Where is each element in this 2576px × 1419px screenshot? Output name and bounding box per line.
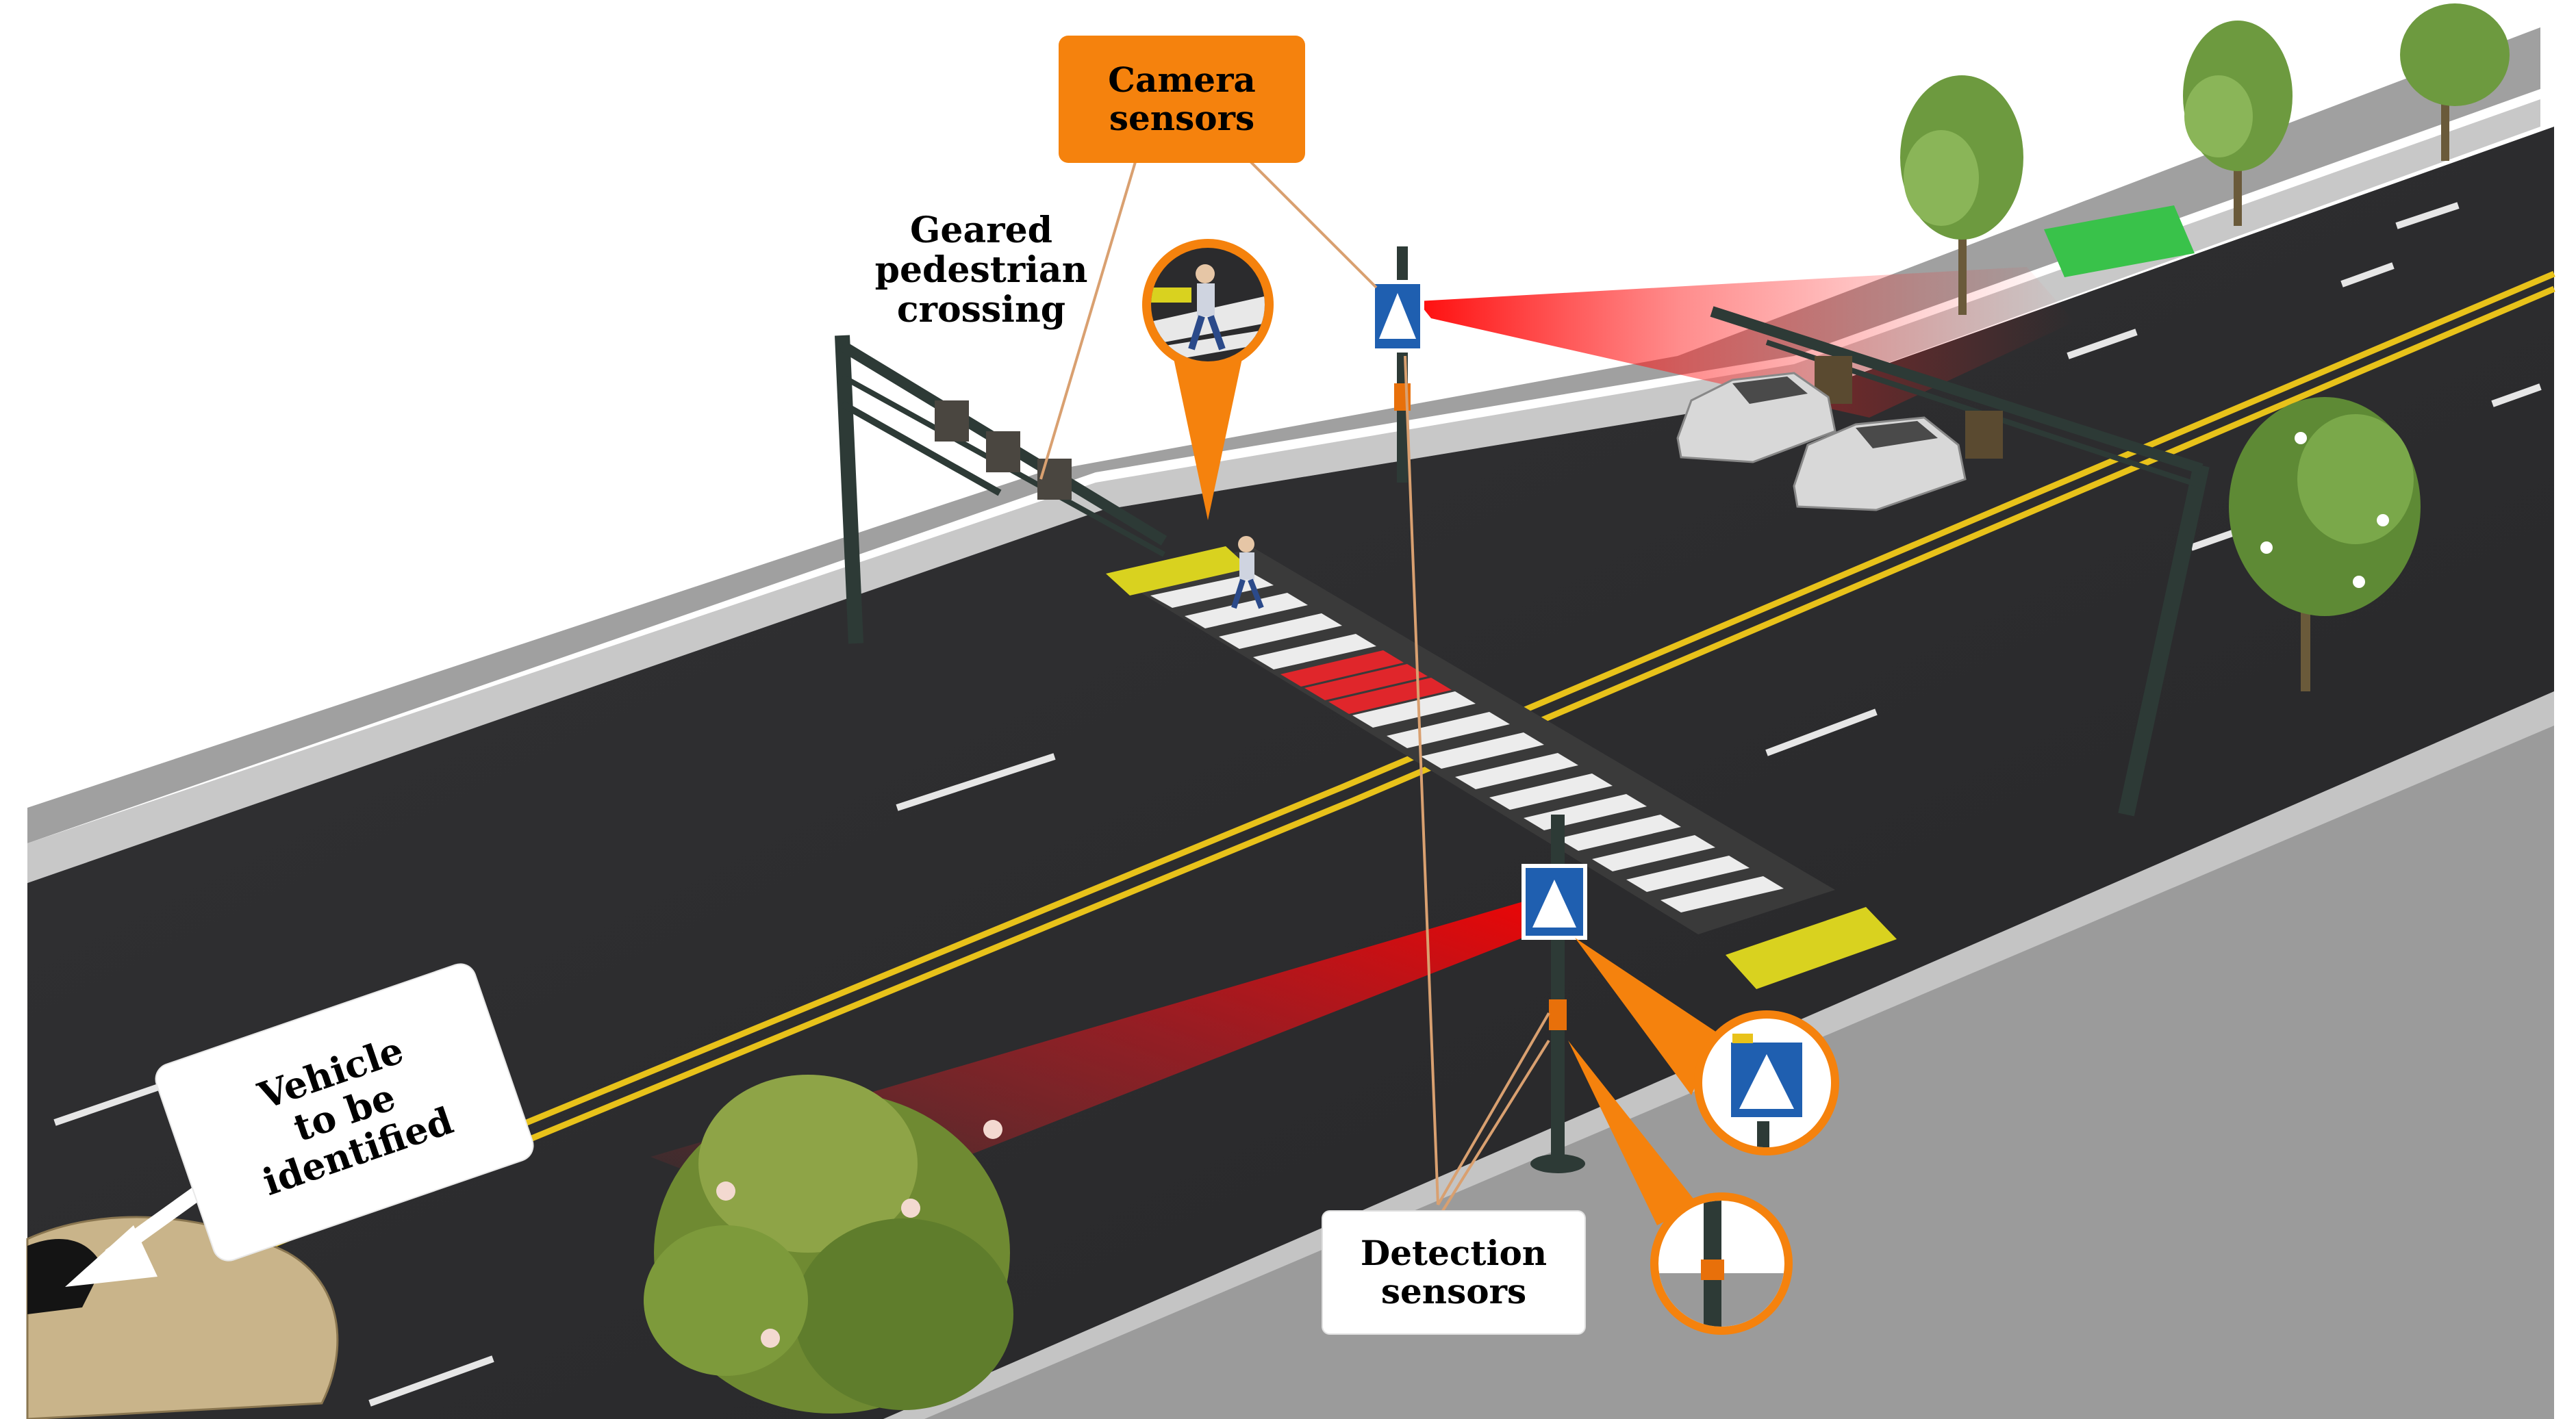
pedestrian-icon xyxy=(1231,536,1264,609)
pedestrian-crossing-sign-icon xyxy=(1739,1054,1794,1109)
detection-label-line1: Detection xyxy=(1360,1233,1548,1273)
camera-label-line2: sensors xyxy=(1109,98,1255,138)
tactile-pad-near xyxy=(1726,907,1897,989)
magnifier-sign xyxy=(1575,938,1839,1155)
detection-label-line2: sensors xyxy=(1380,1271,1527,1312)
magnifier-sensor xyxy=(1568,1040,1793,1335)
green-zone xyxy=(2044,205,2195,277)
geared-label-line3: crossing xyxy=(896,289,1066,331)
crosswalk xyxy=(1123,548,1835,934)
arrow-icon xyxy=(65,1184,207,1287)
geared-label-line1: Geared xyxy=(909,209,1053,251)
center-double-line xyxy=(259,270,2555,1251)
far-sidewalk xyxy=(27,27,2540,843)
sign-pole-near xyxy=(1521,815,1587,1173)
traffic-light-icon xyxy=(935,400,1072,500)
camera-label-line1: Camera xyxy=(1108,60,1256,100)
sign-pole-far xyxy=(1371,246,1424,483)
leader-lines xyxy=(1039,156,1550,1220)
bush-icon xyxy=(644,1075,1013,1414)
detection-sensors-callout: Detection sensors xyxy=(1323,1212,1584,1333)
pedestrian-icon xyxy=(1188,264,1226,350)
car-icon xyxy=(1676,372,1967,511)
tactile-pad-far xyxy=(1106,546,1250,596)
magnifier-pedestrian xyxy=(1142,239,1274,520)
tree-icon xyxy=(1900,3,2510,691)
geared-crossing-label: Geared pedestrian crossing xyxy=(841,205,1122,335)
camera-sensors-callout: Camera sensors xyxy=(1059,36,1305,163)
geared-label-line2: pedestrian xyxy=(874,248,1088,291)
